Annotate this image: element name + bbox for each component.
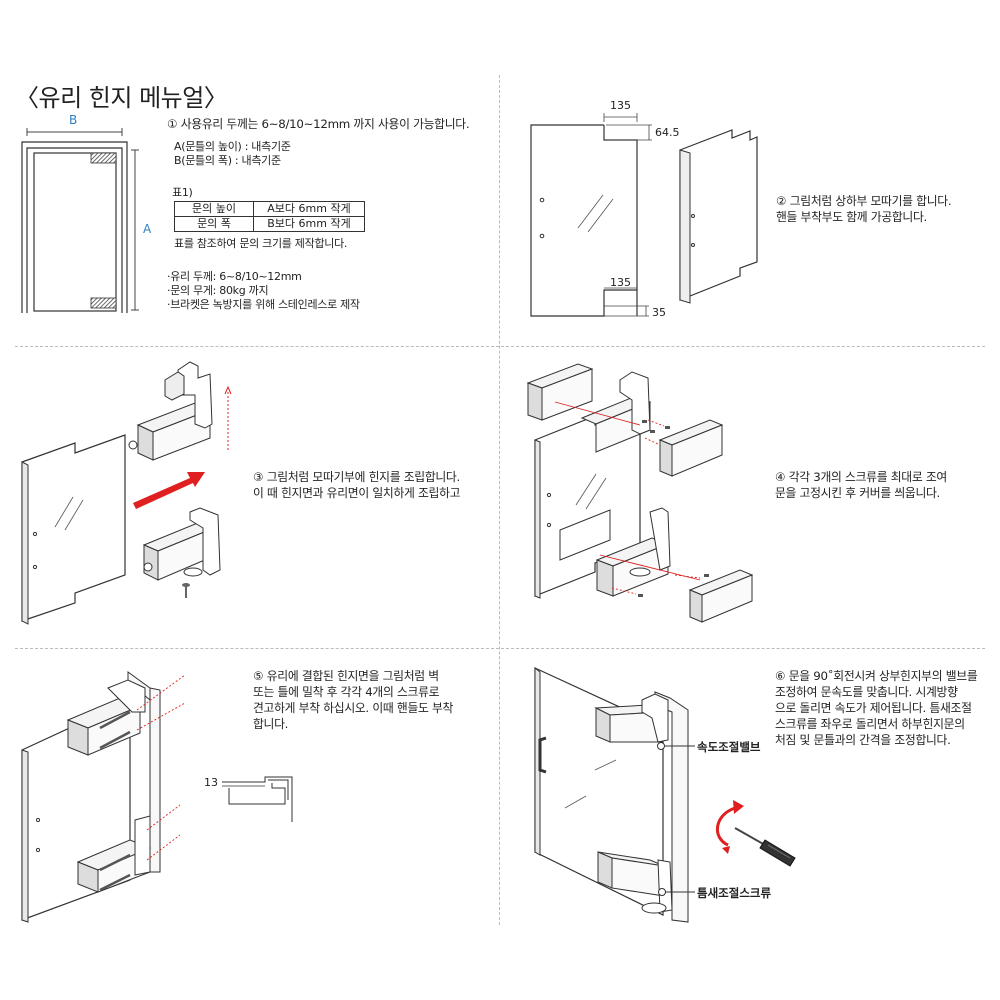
step3-text-2: 이 때 힌지면과 유리면이 일치하게 조립하고: [253, 486, 461, 500]
step6-text-1: ⑥ 문을 90˚회전시켜 상부힌지부의 밸브를: [775, 669, 978, 683]
step1-b-label: B(문틀의 폭) : 내측기준: [174, 154, 281, 167]
page-title: 〈유리 힌지 메뉴얼〉: [15, 84, 228, 112]
table-cell: 문의 폭: [174, 216, 254, 232]
door-size-table: 문의 높이 A보다 6mm 작게 문의 폭 B보다 6mm 작게: [174, 201, 365, 232]
step5-text-1: ⑤ 유리에 결합된 힌지면을 그림처럼 벽: [253, 669, 439, 683]
table-cell: 문의 높이: [174, 201, 254, 217]
dim-bottom-width: 135: [610, 276, 631, 289]
step4-text-1: ④ 각각 3개의 스크류를 최대로 조여: [775, 470, 947, 484]
table-title: 표1): [172, 186, 193, 199]
vertical-divider: [499, 75, 500, 925]
step6-text-2: 조정하여 문속도를 맞춥니다. 시계방향: [775, 685, 958, 699]
dim-label-a: A: [143, 222, 152, 236]
step1-text: ① 사용유리 두께는 6~8/10~12mm 까지 사용이 가능합니다.: [167, 117, 470, 131]
step2-text-2: 핸들 부착부도 함께 가공합니다.: [776, 210, 927, 224]
step6-text-4: 스크류를 좌우로 돌리면서 하부힌지문의: [775, 717, 965, 731]
step6-text-3: 으로 돌리면 속도가 제어됩니다. 틈새조절: [775, 701, 972, 715]
step5-text-3: 견고하게 부착 하십시오. 이때 핸들도 부착: [253, 701, 454, 715]
table-cell: A보다 6mm 작게: [253, 201, 365, 217]
valve-label: 속도조절밸브: [697, 740, 761, 754]
horizontal-divider-bottom: [15, 648, 985, 649]
step4-text-2: 문을 고정시킨 후 커버를 씌웁니다.: [775, 486, 940, 500]
table-cell: B보다 6mm 작게: [253, 216, 365, 232]
step5-text-2: 또는 틀에 밀착 후 각각 4개의 스크류로: [253, 685, 440, 699]
spec-weight: ·문의 무게: 80kg 까지: [167, 284, 269, 297]
dim-label-b: B: [69, 113, 78, 127]
step1-a-label: A(문틀의 높이) : 내측기준: [174, 140, 291, 153]
dim-top-width: 135: [610, 99, 631, 112]
horizontal-divider-top: [15, 346, 985, 347]
gap-screw-label: 틈새조절스크류: [697, 886, 772, 900]
step3-text-1: ③ 그림처럼 모따기부에 힌지를 조립합니다.: [253, 470, 460, 484]
table-note: 표를 참조하여 문의 크기를 제작합니다.: [174, 237, 348, 250]
dim-top-height: 64.5: [655, 126, 680, 139]
step5-text-4: 합니다.: [253, 717, 289, 731]
dim-bottom-height: 35: [652, 306, 666, 319]
spec-glass: ·유리 두께: 6~8/10~12mm: [167, 270, 302, 283]
dim-13: 13: [204, 776, 218, 789]
step2-text-1: ② 그림처럼 상하부 모따기를 합니다.: [776, 194, 952, 208]
table-row: 문의 높이 A보다 6mm 작게: [174, 201, 365, 217]
table-row: 문의 폭 B보다 6mm 작게: [174, 216, 365, 232]
spec-bracket: ·브라켓은 녹방지를 위해 스테인레스로 제작: [167, 298, 360, 311]
step6-text-5: 처짐 및 문틀과의 간격을 조정합니다.: [775, 733, 951, 747]
